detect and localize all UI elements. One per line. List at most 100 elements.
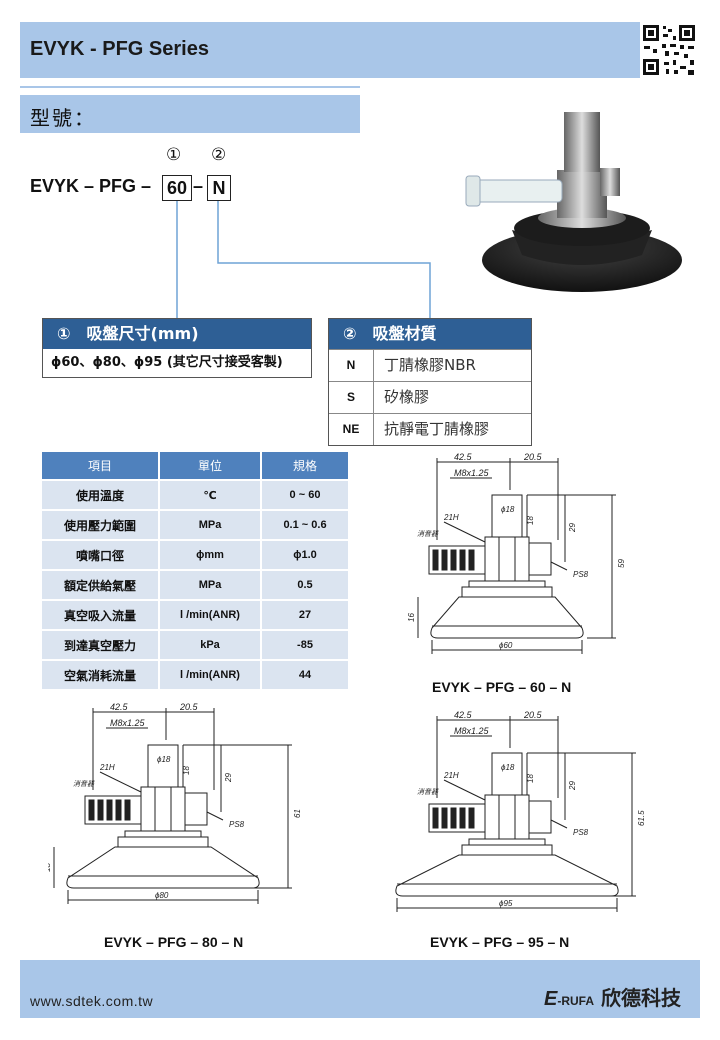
dim-width-right: 20.5: [523, 452, 543, 462]
dim-pipe-dia: ϕ18: [501, 763, 515, 772]
product-photo: [465, 112, 682, 292]
table-cell: 0.1 ~ 0.6: [261, 510, 350, 541]
table-cell: 27: [261, 600, 350, 631]
brand-logo: E-RUFA 欣德科技: [544, 982, 681, 1011]
dim-ps: PS8: [229, 820, 245, 829]
table-cell: ϕmm: [159, 540, 262, 571]
dim-silencer: 消音器: [417, 530, 439, 538]
material-code: S: [329, 382, 374, 413]
dim-base-height: 16: [407, 613, 416, 622]
table-cell: 0 ~ 60: [261, 480, 350, 511]
section-banner: [20, 95, 360, 133]
table-header-cell: 單位: [159, 452, 262, 481]
dim-width-right: 20.5: [523, 710, 543, 720]
page-title: EVYK - PFG Series: [30, 38, 209, 60]
dimension-drawing: 42.520.5M8x1.25ϕ181821HPS8消音器2961.518.5ϕ…: [372, 708, 652, 926]
table-cell: l /min(ANR): [159, 660, 262, 691]
dim-h18: 18: [526, 516, 535, 525]
dim-diameter: ϕ60: [499, 641, 513, 650]
material-row: NE 抗靜電丁腈橡膠: [329, 413, 531, 445]
qr-code-icon: [640, 22, 698, 78]
size-box-body: ϕ60、ϕ80、ϕ95 (其它尺寸接受客製): [51, 355, 283, 370]
table-header-cell: 規格: [261, 452, 350, 481]
dim-width-left: 42.5: [454, 452, 473, 462]
dim-diameter: ϕ95: [499, 899, 513, 908]
table-cell: 空氣消耗流量: [42, 660, 160, 691]
material-code: NE: [329, 414, 374, 445]
dim-hex: 21H: [443, 771, 459, 780]
table-cell: 44: [261, 660, 350, 691]
material-row: N 丁腈橡膠NBR: [329, 349, 531, 381]
dim-width-right: 20.5: [179, 702, 199, 712]
footer-banner: [20, 960, 700, 1018]
material-name: 丁腈橡膠NBR: [384, 356, 476, 374]
table-cell: kPa: [159, 630, 262, 661]
table-cell: MPa: [159, 510, 262, 541]
table-cell: 0.5: [261, 570, 350, 601]
model-prefix: EVYK – PFG –: [30, 176, 152, 196]
material-name: 抗靜電丁腈橡膠: [384, 420, 490, 438]
dim-width-left: 42.5: [110, 702, 129, 712]
table-header-row: 項目 單位 規格: [42, 452, 350, 481]
material-name: 矽橡膠: [384, 388, 430, 406]
dim-thread: M8x1.25: [454, 726, 490, 736]
drawing-caption: EVYK – PFG – 60 – N: [432, 679, 572, 695]
table-cell: 噴嘴口徑: [42, 540, 160, 571]
material-code-box: N: [207, 175, 231, 201]
brand-e: E: [544, 988, 558, 1010]
table-cell: 使用溫度: [42, 480, 160, 511]
drawing-caption: EVYK – PFG – 80 – N: [104, 934, 244, 950]
dim-total-height: 61: [293, 809, 302, 818]
dim-h29: 29: [568, 523, 577, 533]
marker-1: ①: [166, 145, 182, 165]
table-cell: MPa: [159, 570, 262, 601]
dim-h18: 18: [526, 774, 535, 783]
dim-thread: M8x1.25: [454, 468, 490, 478]
table-cell: 到達真空壓力: [42, 630, 160, 661]
material-code: N: [329, 350, 374, 381]
model-dash: –: [193, 176, 204, 196]
dim-thread: M8x1.25: [110, 718, 146, 728]
dim-h29: 29: [568, 781, 577, 791]
table-cell: 真空吸入流量: [42, 600, 160, 631]
table-cell: l /min(ANR): [159, 600, 262, 631]
header-banner: [20, 22, 692, 78]
material-box-title: ② 吸盤材質: [329, 319, 531, 349]
dim-hex: 21H: [99, 763, 115, 772]
marker-2: ②: [211, 145, 227, 165]
website-url: www.sdtek.com.tw: [30, 993, 154, 1009]
dim-silencer: 消音器: [417, 788, 439, 796]
dim-pipe-dia: ϕ18: [157, 755, 171, 764]
dim-total-height: 61.5: [637, 810, 646, 826]
size-box-title: ① 吸盤尺寸(mm): [43, 319, 311, 349]
dim-silencer: 消音器: [73, 780, 95, 788]
size-code-box: 60: [162, 175, 192, 201]
table-cell: 額定供給氣壓: [42, 570, 160, 601]
dim-width-left: 42.5: [454, 710, 473, 720]
dim-total-height: 59: [617, 559, 626, 568]
table-cell: ℃: [159, 480, 262, 511]
dim-base-height: 18: [48, 863, 52, 872]
connector-lines: [176, 201, 431, 318]
dim-pipe-dia: ϕ18: [501, 505, 515, 514]
dim-h18: 18: [182, 766, 191, 775]
table-cell: 使用壓力範圍: [42, 510, 160, 541]
dim-ps: PS8: [573, 828, 589, 837]
brand-rufa: -RUFA: [557, 994, 595, 1008]
dim-diameter: ϕ80: [155, 891, 169, 900]
section-divider: [20, 86, 360, 88]
material-row: S 矽橡膠: [329, 381, 531, 413]
size-box: ① 吸盤尺寸(mm) ϕ60、ϕ80、ϕ95 (其它尺寸接受客製): [42, 318, 312, 378]
material-box: ② 吸盤材質 N 丁腈橡膠NBR S 矽橡膠 NE 抗靜電丁腈橡膠: [328, 318, 532, 446]
brand-name: 欣德科技: [600, 986, 681, 1010]
section-title: 型號：: [30, 106, 96, 130]
